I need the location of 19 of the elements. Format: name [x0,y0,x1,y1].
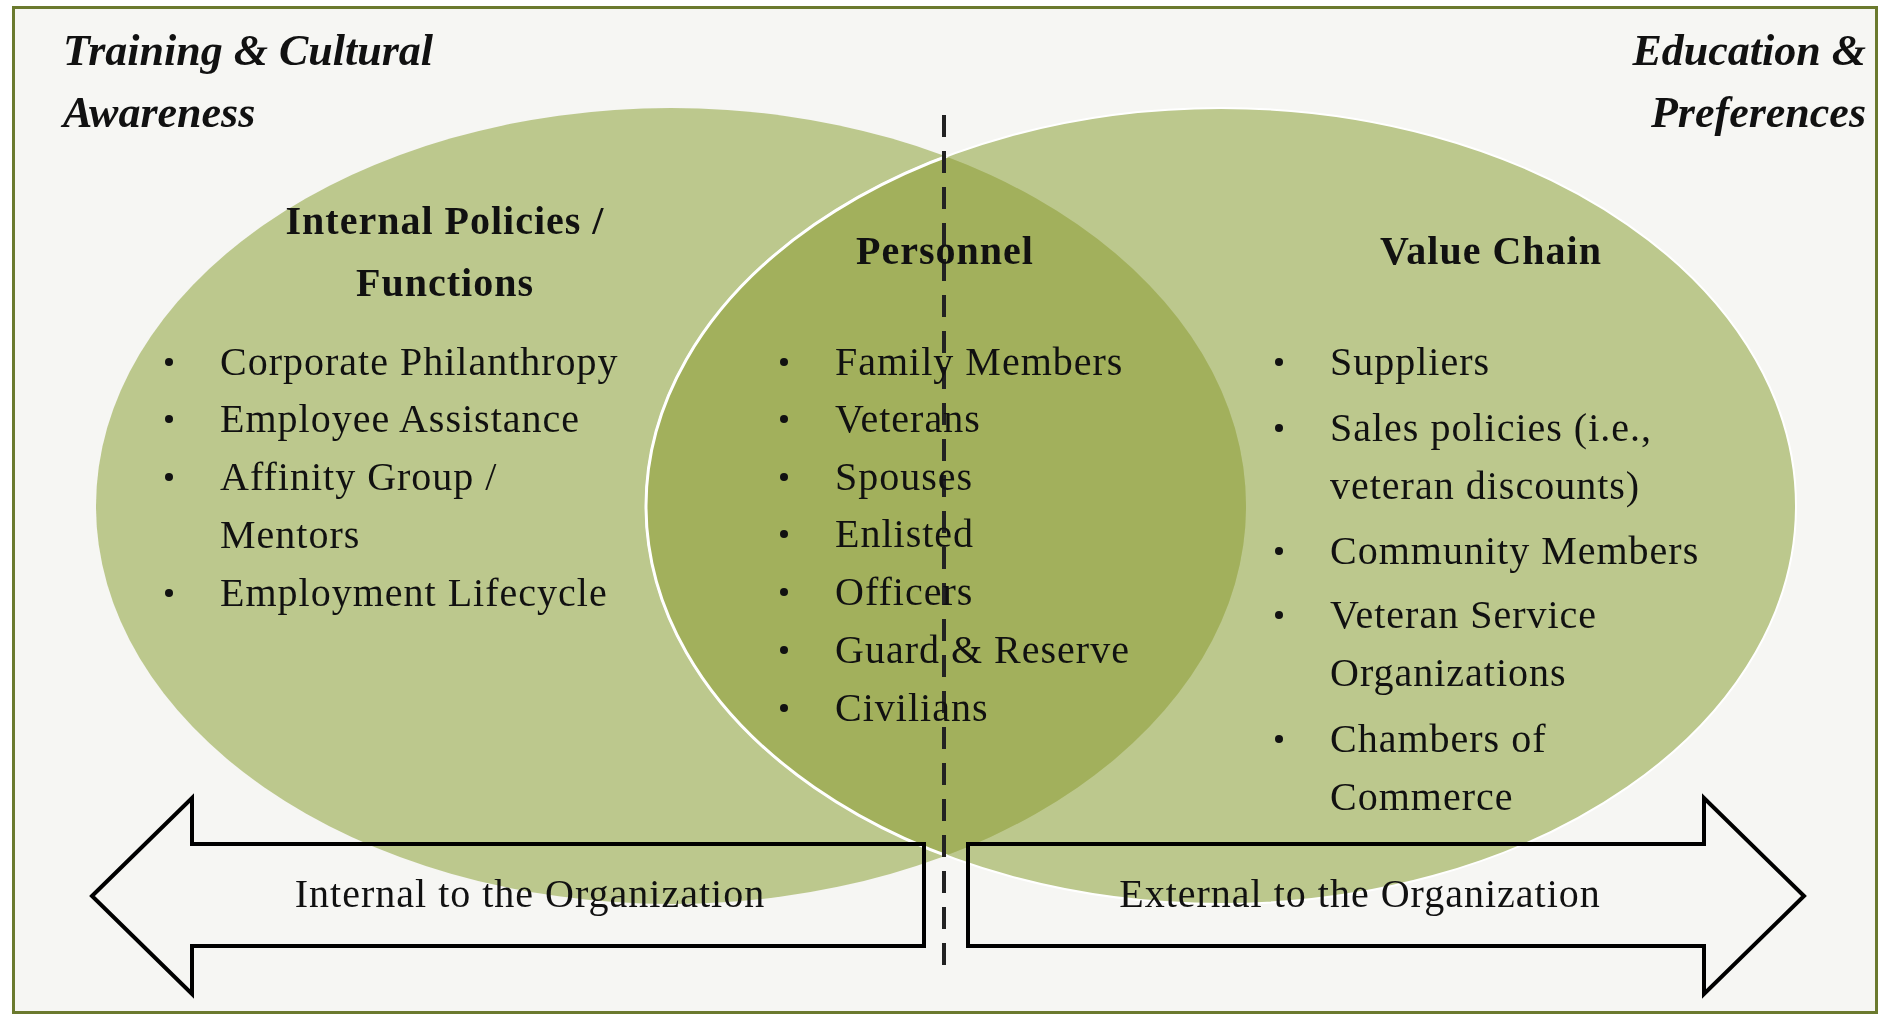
group-heading: Internal Policies / Functions [284,197,606,307]
list-item: Enlisted [835,510,975,558]
list-item: Corporate Philanthropy [220,338,619,386]
list-item: Employee Assistance [220,395,581,443]
corner-label: Education & Preferences [1631,25,1866,139]
group-heading: Personnel [855,227,1035,275]
list-item: Veteran Service Organizations [1330,591,1599,697]
list-item: Spouses [835,453,974,501]
list-item: Employment Lifecycle [220,569,608,617]
list-item: Veterans [835,395,981,443]
list-item: Affinity Group / Mentors [220,453,499,559]
list-item: Sales policies (i.e., veteran discounts) [1330,404,1654,510]
list-item: Civilians [835,684,989,732]
group-heading: Value Chain [1379,227,1603,275]
list-item: Chambers of Commerce [1330,715,1548,821]
list-item: Family Members [835,338,1124,386]
list-item: Guard & Reserve [835,626,1130,674]
list-item: Suppliers [1330,338,1491,386]
list-item: Community Members [1330,527,1700,575]
